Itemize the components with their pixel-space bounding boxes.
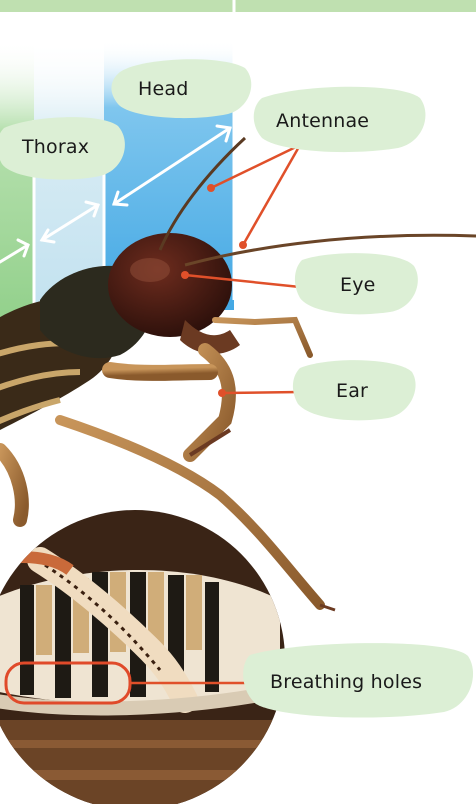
eye-label: Eye [340,274,376,296]
head-label: Head [138,78,188,100]
middle-leg [110,370,210,373]
ear-label: Ear [336,380,368,402]
antennae-label: Antennae [276,110,369,132]
breathing-holes-label: Breathing holes [270,671,422,693]
abdomen-band [0,40,34,340]
thorax-label: Thorax [22,136,89,158]
